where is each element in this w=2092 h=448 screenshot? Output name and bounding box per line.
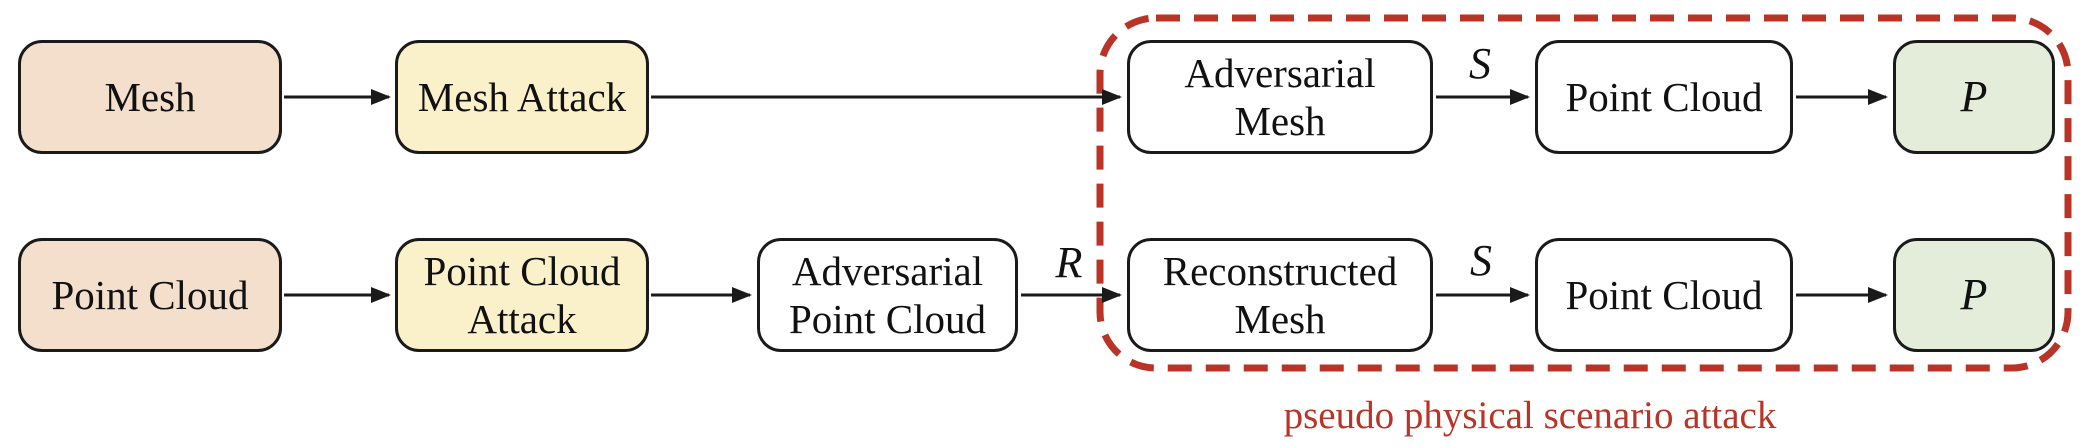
pseudo-physical-attack-caption: pseudo physical scenario attack xyxy=(1283,394,1777,437)
node-mesh-attack: Mesh Attack xyxy=(395,40,649,154)
node-point-cloud-bottom: Point Cloud xyxy=(1535,238,1793,352)
node-reconstructed-mesh: Reconstructed Mesh xyxy=(1127,238,1433,352)
node-adversarial-mesh: Adversarial Mesh xyxy=(1127,40,1433,154)
node-point-cloud-input: Point Cloud xyxy=(18,238,282,352)
edge-label-r: R xyxy=(1055,238,1083,287)
node-p-top: P xyxy=(1893,40,2055,154)
node-adversarial-point-cloud: Adversarial Point Cloud xyxy=(757,238,1018,352)
node-mesh: Mesh xyxy=(18,40,282,154)
edge-label-s-top: S xyxy=(1469,39,1491,88)
edge-label-s-bottom: S xyxy=(1470,236,1492,285)
node-p-bottom: P xyxy=(1893,238,2055,352)
pseudo-physical-attack-dashed-frame xyxy=(1096,14,2072,372)
node-point-cloud-attack: Point Cloud Attack xyxy=(395,238,649,352)
node-point-cloud-top: Point Cloud xyxy=(1535,40,1793,154)
